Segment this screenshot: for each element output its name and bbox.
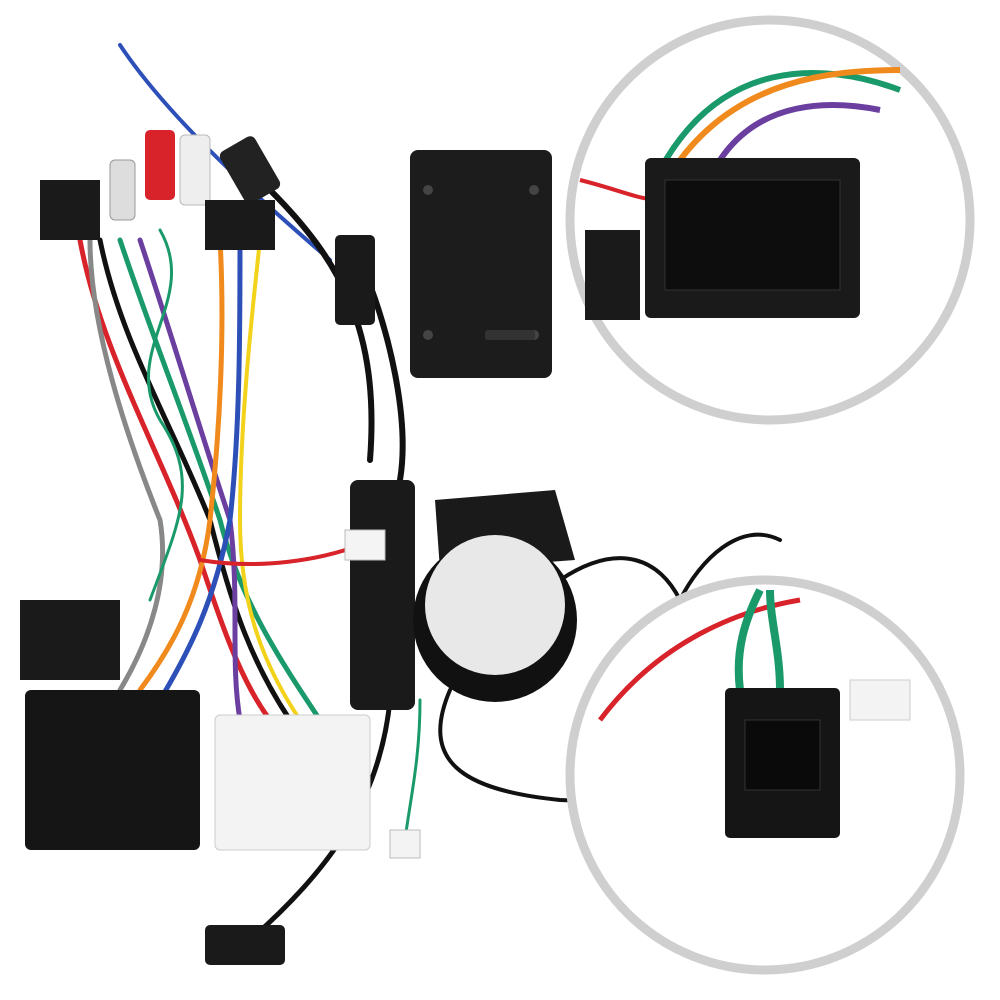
connector-top-mid — [205, 200, 275, 250]
control-box — [410, 150, 552, 378]
connector-white — [214, 714, 371, 851]
sensor-puck — [413, 490, 577, 702]
inline-connector — [335, 235, 375, 325]
zoom-detail-main-connector — [565, 15, 975, 425]
white-plug — [344, 529, 386, 561]
rca-plugs — [109, 130, 281, 221]
connector-bottom-small — [20, 600, 120, 680]
connector-top-left — [40, 180, 100, 240]
inline-module — [350, 480, 415, 710]
zoom-detail-small-connector — [565, 575, 965, 975]
small-white-plug — [389, 829, 421, 859]
connector-bottom-large — [25, 690, 200, 850]
antenna-plug — [205, 925, 285, 965]
